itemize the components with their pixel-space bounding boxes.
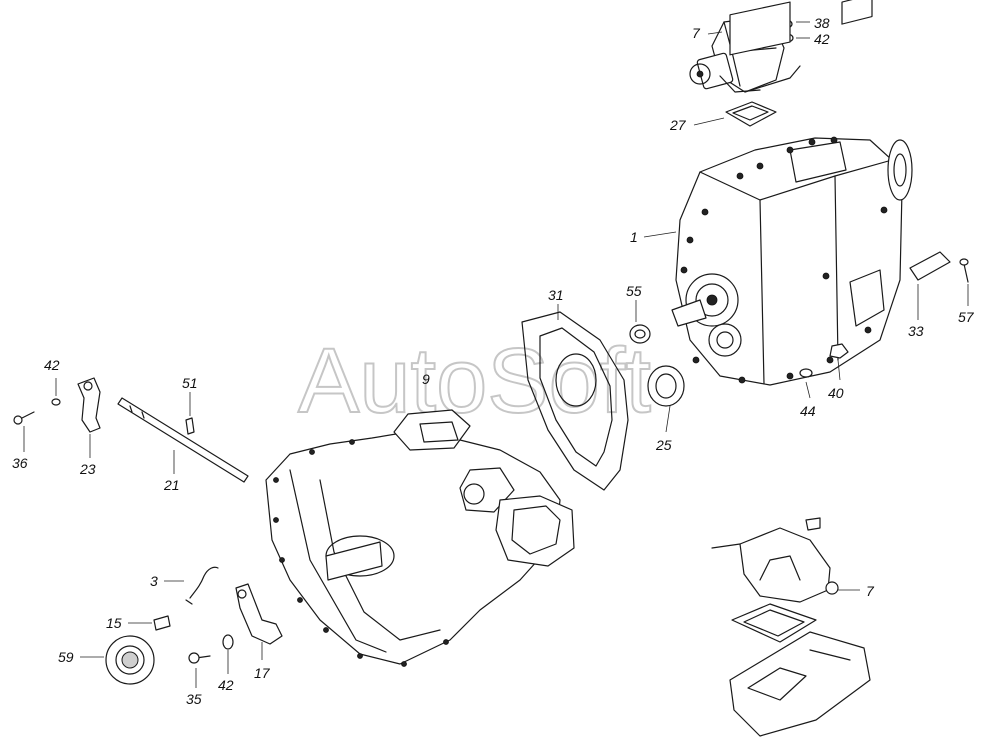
part-3-tube[interactable]	[185, 566, 219, 605]
part-59-release-bearing[interactable]	[105, 635, 155, 685]
callout-57: 57	[958, 309, 975, 325]
callout-15: 15	[106, 615, 122, 631]
part-33-cover-plate[interactable]	[909, 251, 951, 281]
part-51-key[interactable]	[185, 417, 195, 435]
callout-42-top: 42	[814, 31, 830, 47]
part-31-housing-gasket[interactable]	[521, 311, 629, 491]
part-36-bolt[interactable]	[13, 411, 35, 425]
callout-59: 59	[58, 649, 74, 665]
callout-25: 25	[655, 437, 672, 453]
callout-23: 23	[79, 461, 96, 477]
part-40-nut[interactable]	[829, 343, 849, 359]
callout-7-bottom: 7	[866, 583, 875, 599]
callout-33: 33	[908, 323, 924, 339]
callout-27: 27	[669, 117, 687, 133]
callout-38: 38	[814, 15, 830, 31]
leader-lines	[23, 21, 969, 688]
part-15-fitting[interactable]	[153, 615, 171, 631]
callout-51: 51	[182, 375, 198, 391]
part-23-lever[interactable]	[77, 377, 101, 433]
part-42-washer-bottom[interactable]	[222, 634, 234, 650]
callout-labels: 1 3 7 7 9 15 17 21 23 25 27 31 33 35 36 …	[12, 15, 975, 707]
callout-7-top: 7	[692, 25, 701, 41]
callout-1: 1	[630, 229, 638, 245]
callout-17: 17	[254, 665, 271, 681]
part-gasket-lower[interactable]	[731, 603, 817, 643]
part-42-washer-left[interactable]	[51, 398, 61, 406]
callout-44: 44	[800, 403, 816, 419]
part-cover-plate-lower[interactable]	[729, 631, 871, 737]
watermark-text: AutoSoft	[298, 330, 651, 432]
callout-42-left: 42	[44, 357, 60, 373]
part-35-bolt[interactable]	[188, 652, 211, 664]
callout-36: 36	[12, 455, 28, 471]
callout-21: 21	[163, 477, 180, 493]
callout-42-bottom: 42	[218, 677, 234, 693]
part-27-gasket[interactable]	[725, 101, 777, 127]
part-44-washer[interactable]	[799, 368, 813, 378]
part-21-shift-shaft[interactable]	[117, 397, 249, 483]
part-57-screw[interactable]	[959, 258, 969, 283]
callout-55: 55	[626, 283, 642, 299]
callout-3: 3	[150, 573, 158, 589]
callout-35: 35	[186, 691, 202, 707]
callout-31: 31	[548, 287, 564, 303]
callout-40: 40	[828, 385, 844, 401]
callout-9: 9	[422, 371, 430, 387]
part-1-gearbox-housing[interactable]	[671, 0, 913, 386]
clutch-bell-housing[interactable]	[265, 409, 575, 667]
part-17-release-fork[interactable]	[235, 583, 283, 645]
part-55-bearing[interactable]	[629, 324, 651, 344]
part-25-seal-ring[interactable]	[647, 365, 685, 407]
part-7-shift-mechanism[interactable]	[711, 517, 839, 603]
